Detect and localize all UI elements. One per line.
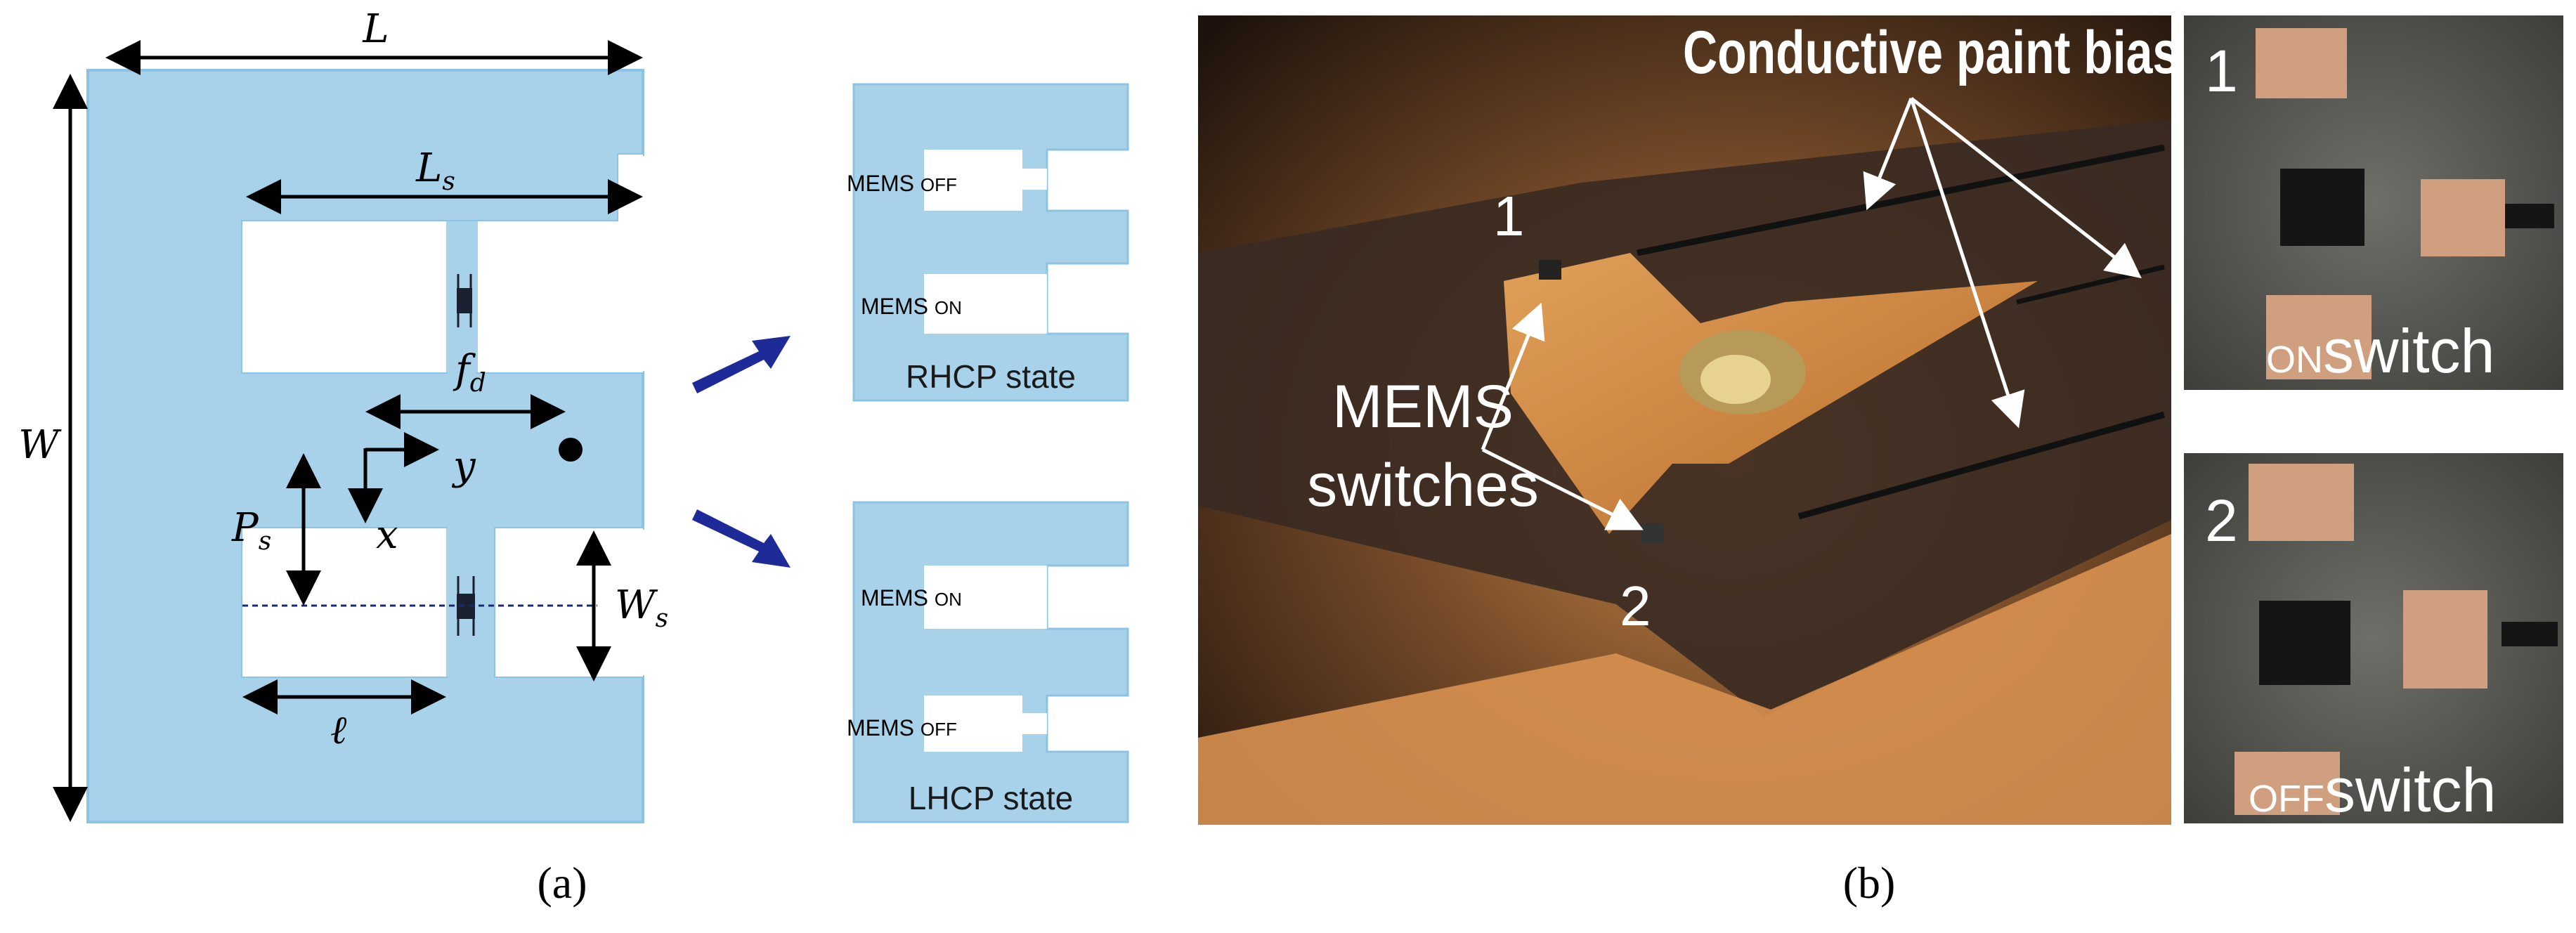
axis-y-label: y bbox=[451, 443, 476, 489]
caption-a: (a) bbox=[537, 858, 587, 908]
mems-label-line1: MEMS bbox=[1332, 373, 1514, 441]
rhcp-state-label: RHCP state bbox=[906, 358, 1076, 395]
inset-top-number: 1 bbox=[2205, 38, 2238, 104]
switch-chip-1 bbox=[1539, 260, 1561, 280]
inset-bottom-number: 2 bbox=[2205, 488, 2238, 554]
dim-Ws-label: Ws bbox=[615, 582, 668, 633]
panel-b: Conductive paint bias lines MEMS switche… bbox=[1198, 15, 2563, 908]
lhcp-top-switch-text: MEMS ON bbox=[861, 585, 962, 611]
feed-point bbox=[559, 438, 583, 462]
mems-label-line2: switches bbox=[1307, 452, 1539, 519]
marker-1: 1 bbox=[1493, 185, 1525, 247]
rhcp-top-switch-text: MEMS OFF bbox=[847, 171, 957, 196]
caption-b: (b) bbox=[1843, 858, 1896, 908]
inset-photo-top: 1 ONswitch bbox=[2184, 15, 2563, 390]
right-notch-upper bbox=[618, 155, 643, 221]
inset-top-caption: ONswitch bbox=[2266, 316, 2495, 386]
bias-arrow-3 bbox=[1909, 98, 2025, 429]
bias-arrow-2 bbox=[1910, 97, 2142, 279]
lower-slot-left bbox=[242, 528, 446, 677]
lower-slot-right bbox=[495, 528, 643, 677]
panel-a: L Ls W fd y x Ps Ws ℓ MEMS OFF MEMS ON R… bbox=[18, 6, 1129, 908]
blue-arrow-up-icon bbox=[692, 336, 791, 393]
rhcp-bottom-switch-text: MEMS ON bbox=[861, 294, 962, 319]
lhcp-bottom-switch-text: MEMS OFF bbox=[847, 715, 957, 740]
bias-arrow-1 bbox=[1863, 98, 1913, 211]
switch-icon-upper bbox=[457, 274, 472, 327]
switch-chip-2 bbox=[1641, 523, 1663, 543]
upper-slot bbox=[242, 221, 446, 372]
inset-photo-bottom: 2 OFFswitch bbox=[2184, 453, 2563, 825]
dim-L-label: L bbox=[362, 6, 389, 52]
dim-W-label: W bbox=[18, 422, 62, 468]
inset-bottom-caption: OFFswitch bbox=[2249, 755, 2496, 825]
mems-arrow-2 bbox=[1481, 448, 1644, 530]
axis-x-label: x bbox=[376, 512, 398, 558]
upper-slot-right bbox=[478, 221, 643, 372]
copper-ground bbox=[1198, 534, 2171, 825]
dim-Ps-label: Ps bbox=[231, 505, 271, 556]
bias-line-1 bbox=[1637, 144, 2165, 256]
rhcp-mini-patch: MEMS OFF MEMS ON RHCP state bbox=[847, 83, 1129, 402]
dim-fd-label: fd bbox=[453, 347, 486, 398]
mems-arrow-1 bbox=[1481, 302, 1545, 450]
dim-Ls-label: Ls bbox=[415, 145, 455, 196]
blue-arrow-down-icon bbox=[692, 509, 791, 568]
lhcp-mini-patch: MEMS ON MEMS OFF LHCP state bbox=[847, 501, 1129, 823]
dim-ell-label: ℓ bbox=[330, 707, 347, 753]
lhcp-state-label: LHCP state bbox=[909, 780, 1073, 816]
bias-line-2 bbox=[1797, 411, 2166, 520]
marker-2: 2 bbox=[1620, 575, 1651, 637]
